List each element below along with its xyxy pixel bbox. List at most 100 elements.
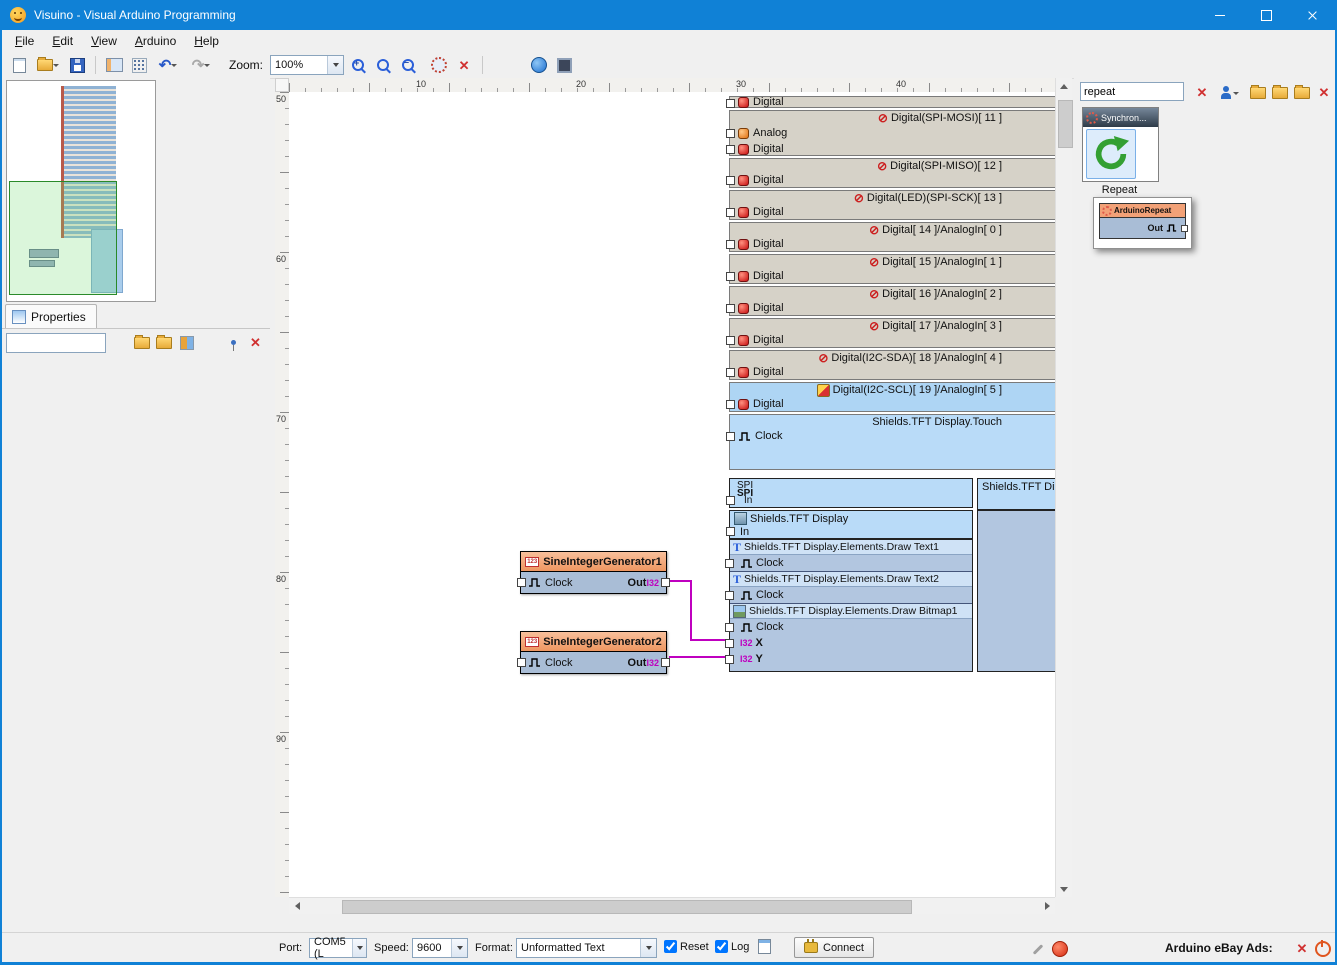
connect-button[interactable]: Connect	[794, 937, 874, 958]
tft-elements-group[interactable]: TShields.TFT Display.Elements.Draw Text1…	[729, 539, 973, 672]
menu-help[interactable]: Help	[185, 31, 228, 51]
reset-checkbox[interactable]	[664, 940, 677, 953]
vertical-scroll-thumb[interactable]	[1058, 100, 1073, 148]
pin-connector[interactable]	[726, 304, 735, 313]
vertical-scrollbar[interactable]	[1055, 78, 1072, 897]
view-mode-button[interactable]	[177, 333, 196, 352]
arduino-board-component[interactable]: Digital ⊘Digital(SPI-MOSI)[ 11 ] Analog …	[729, 96, 1055, 470]
menu-view[interactable]: View	[82, 31, 126, 51]
new-category-button[interactable]	[1248, 83, 1268, 102]
redo-button[interactable]: ↷	[186, 54, 216, 76]
design-canvas[interactable]: Digital ⊘Digital(SPI-MOSI)[ 11 ] Analog …	[289, 92, 1055, 897]
scroll-right-button[interactable]	[1039, 898, 1055, 914]
wire-gen1-out[interactable]	[669, 580, 692, 582]
tft-display-box[interactable]: Shields.TFT Display In	[729, 510, 973, 539]
menu-file[interactable]: File	[6, 31, 43, 51]
out-connector[interactable]	[661, 658, 670, 667]
format-select[interactable]: Unformatted Text	[516, 938, 657, 958]
pin-connector[interactable]	[725, 559, 734, 568]
reset-checkbox-field[interactable]: Reset	[664, 940, 709, 953]
pin-panel-button[interactable]	[224, 333, 243, 352]
arduino-pin-row[interactable]: ⊘Digital[ 16 ]/AnalogIn[ 2 ] Digital	[729, 286, 1055, 316]
tft-touch-section[interactable]: Shields.TFT Display.Touch Clock	[729, 414, 1055, 470]
save-button[interactable]	[66, 54, 88, 76]
zoom-out-button[interactable]	[397, 54, 419, 76]
draw-bitmap1-element[interactable]: Shields.TFT Display.Elements.Draw Bitmap…	[730, 604, 972, 673]
pin-connector[interactable]	[726, 496, 735, 505]
undo-button[interactable]: ↶	[153, 54, 183, 76]
collapse-category-button[interactable]	[154, 333, 173, 352]
layout-button[interactable]	[103, 54, 125, 76]
sine-integer-generator-1[interactable]: 123 SineIntegerGenerator1 Clock OutI32	[520, 551, 667, 594]
scroll-left-button[interactable]	[289, 898, 305, 914]
arduino-pin-row[interactable]: ⊘Digital(SPI-MISO)[ 12 ] Digital	[729, 158, 1055, 188]
palette-item-repeat[interactable]: Synchron...	[1082, 107, 1159, 182]
arduino-pin-row[interactable]: ⊘Digital[ 14 ]/AnalogIn[ 0 ] Digital	[729, 222, 1055, 252]
maximize-button[interactable]	[1243, 0, 1289, 30]
close-panel-button[interactable]: ✕	[1314, 83, 1334, 102]
zoom-reset-button[interactable]	[372, 54, 394, 76]
clock-in-connector[interactable]	[517, 658, 526, 667]
pin-connector[interactable]	[726, 145, 735, 154]
draw-text1-element[interactable]: TShields.TFT Display.Elements.Draw Text1…	[730, 540, 972, 572]
package-button[interactable]	[553, 54, 575, 76]
speed-select[interactable]: 9600	[412, 938, 468, 958]
new-button[interactable]	[8, 54, 30, 76]
wire-gen2-to-y[interactable]	[669, 656, 729, 658]
log-viewer-button[interactable]	[754, 937, 774, 956]
arduino-pin-row-selected[interactable]: Digital(I2C-SCL)[ 19 ]/AnalogIn[ 5 ] Dig…	[729, 382, 1055, 412]
clock-in-connector[interactable]	[517, 578, 526, 587]
clear-search-button[interactable]: ✕	[1192, 83, 1212, 102]
wire-gen1-vertical[interactable]	[690, 580, 692, 641]
pin-connector[interactable]	[726, 527, 735, 536]
arduino-pin-row[interactable]: ⊘Digital[ 15 ]/AnalogIn[ 1 ] Digital	[729, 254, 1055, 284]
arduino-pin-row[interactable]: ⊘Digital(SPI-MOSI)[ 11 ] Analog Digital	[729, 110, 1055, 156]
minimap-viewport-rect[interactable]	[9, 181, 117, 295]
collapse-all-button[interactable]	[1292, 83, 1312, 102]
scroll-up-button[interactable]	[1056, 78, 1072, 94]
clear-filter-button[interactable]: ✕	[246, 333, 265, 352]
expand-all-button[interactable]	[1270, 83, 1290, 102]
minimize-button[interactable]	[1197, 0, 1243, 30]
selected-component-box[interactable]	[1086, 129, 1136, 179]
tab-properties[interactable]: Properties	[5, 304, 97, 328]
horizontal-scroll-thumb[interactable]	[342, 900, 912, 914]
properties-filter-input[interactable]	[6, 333, 106, 353]
pin-connector[interactable]	[726, 129, 735, 138]
pin-connector[interactable]	[726, 208, 735, 217]
pin-connector[interactable]	[726, 272, 735, 281]
x-pin-connector[interactable]	[725, 639, 734, 648]
horizontal-scrollbar[interactable]	[289, 897, 1055, 914]
out-connector[interactable]	[661, 578, 670, 587]
arduino-pin-row[interactable]: ⊘Digital[ 17 ]/AnalogIn[ 3 ] Digital	[729, 318, 1055, 348]
spi-channel-box[interactable]: SPI SPI In	[729, 478, 973, 508]
pin-connector[interactable]	[726, 432, 735, 441]
grid-toggle-button[interactable]	[128, 54, 150, 76]
close-ads-button[interactable]: ✕	[1292, 939, 1312, 958]
component-setup-button[interactable]	[428, 54, 450, 76]
pin-connector[interactable]	[726, 240, 735, 249]
pin-connector[interactable]	[726, 99, 735, 108]
power-ads-button[interactable]	[1313, 939, 1333, 958]
tft-side-elements-box[interactable]	[977, 510, 1055, 672]
wire-gen1-to-x[interactable]	[690, 639, 729, 641]
pin-connector[interactable]	[725, 591, 734, 600]
menu-arduino[interactable]: Arduino	[126, 31, 185, 51]
expand-category-button[interactable]	[132, 333, 151, 352]
tft-side-box[interactable]: Shields.TFT Di	[977, 478, 1055, 510]
pin-connector[interactable]	[726, 336, 735, 345]
pin-connector[interactable]	[726, 368, 735, 377]
stop-button[interactable]	[1050, 939, 1070, 958]
zoom-in-button[interactable]	[347, 54, 369, 76]
open-button[interactable]	[33, 54, 63, 76]
log-checkbox-field[interactable]: Log	[715, 940, 749, 953]
delete-button[interactable]: ✕	[453, 54, 475, 76]
user-filter-button[interactable]	[1216, 83, 1242, 102]
palette-search-input[interactable]	[1080, 82, 1184, 101]
scroll-down-button[interactable]	[1056, 881, 1072, 897]
pin-connector[interactable]	[725, 623, 734, 632]
close-button[interactable]	[1289, 0, 1335, 30]
menu-edit[interactable]: Edit	[43, 31, 82, 51]
pin-connector[interactable]	[726, 176, 735, 185]
arduino-pin-row[interactable]: ⊘Digital(LED)(SPI-SCK)[ 13 ] Digital	[729, 190, 1055, 220]
